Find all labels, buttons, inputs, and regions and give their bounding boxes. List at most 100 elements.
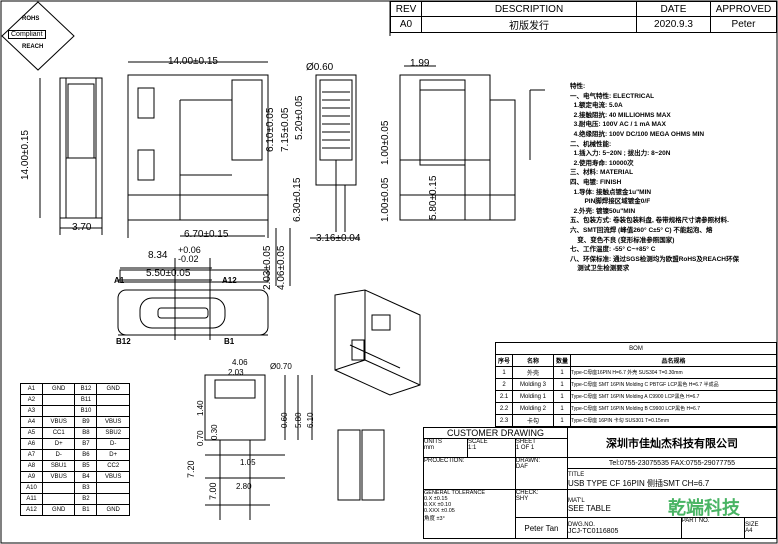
spec-line: 四、电镀: FINISH bbox=[570, 178, 622, 186]
bom-cell: 1 bbox=[553, 402, 571, 415]
compliant-label: Compliant bbox=[8, 30, 46, 39]
dim-1-00-b: 1.00±0.05 bbox=[380, 177, 391, 222]
fp-dim-1-40: 1.40 bbox=[196, 400, 205, 416]
pin-cell: A12 bbox=[20, 504, 43, 516]
sheet-label: SHEET bbox=[515, 439, 536, 445]
tolerance-2: 0.XX ±0.10 bbox=[424, 502, 452, 508]
rev-header: REV bbox=[390, 1, 422, 17]
spec-line: 1.额定电流: 5.0A bbox=[570, 102, 623, 110]
pin-cell: A8 bbox=[20, 460, 43, 472]
pin-cell: B4 bbox=[74, 471, 98, 483]
fp-dim-0-70: Ø0.70 bbox=[270, 362, 292, 371]
spec-line: 1.插入力: 5~20N ; 拔出力: 8~20N bbox=[570, 150, 671, 158]
pin-cell: A11 bbox=[20, 493, 43, 505]
title-value: USB TYPE CF 16PIN 侧插SMT CH=6.7 bbox=[567, 479, 710, 488]
pin-cell: A2 bbox=[20, 394, 43, 406]
reach-label: REACH bbox=[22, 44, 44, 50]
rohs-label: ROHS bbox=[22, 16, 40, 22]
bom-cell: 1 bbox=[495, 366, 513, 379]
title-label: TITLE bbox=[567, 472, 585, 478]
company-name: 深圳市佳灿杰科技有限公司 bbox=[566, 427, 778, 458]
bom-header: 数量 bbox=[553, 354, 571, 367]
bom-cell: 卡勾 bbox=[512, 414, 554, 427]
pin-a1-label: A1 bbox=[114, 276, 125, 285]
spec-line: 2.使用寿命: 10000次 bbox=[570, 159, 634, 167]
bom-cell: Molding 3 bbox=[512, 378, 554, 391]
pin-cell: VBUS bbox=[41, 416, 76, 428]
bom-header: 序号 bbox=[495, 354, 513, 367]
bom-cell: Type-C母座16PIN H=6.7 外壳 SUS304 T=0.30mm bbox=[570, 366, 777, 379]
fp-dim-2-80: 2.80 bbox=[236, 482, 252, 491]
dim-height-left: 14.00±0.15 bbox=[20, 130, 31, 180]
bom-cell: Type-C母座 SMT 16PIN Molding A C9900 LCP黑色… bbox=[570, 390, 777, 403]
pin-cell bbox=[41, 493, 76, 505]
rohs-diamond bbox=[1, 1, 75, 71]
pin-cell: A5 bbox=[20, 427, 43, 439]
spec-line: PIN脚焊接区域镀金0/F bbox=[570, 198, 651, 206]
scale-value: 1:1 bbox=[467, 445, 477, 451]
pin-cell bbox=[96, 394, 130, 406]
pin-cell: B3 bbox=[74, 482, 98, 494]
pin-cell: A3 bbox=[20, 405, 43, 417]
pin-cell: A4 bbox=[20, 416, 43, 428]
dwg-no-value: JCJ-TC0116805 bbox=[567, 527, 619, 535]
check-label: CHECK: bbox=[515, 490, 539, 496]
dim-4-06: 4.06±0.05 bbox=[276, 245, 287, 290]
spec-line: 五、包装方式: 卷装包装料盘, 卷带规格尺寸请参照材料. bbox=[570, 217, 729, 225]
bom-cell: Molding 2 bbox=[512, 402, 554, 415]
bom-title: BOM bbox=[495, 342, 777, 355]
isometric-view bbox=[334, 289, 421, 396]
spec-line: 测试卫生检测要求 bbox=[570, 265, 630, 273]
units-value: mm bbox=[424, 445, 434, 451]
bom-cell: 1 bbox=[553, 414, 571, 427]
dim-base-width: 3.70 bbox=[72, 222, 92, 233]
fp-dim-7-00: 7.00 bbox=[208, 482, 218, 500]
pin-cell: D- bbox=[96, 438, 130, 450]
spec-line: 一、电气特性: ELECTRICAL bbox=[570, 92, 655, 100]
dwg-no-label: DWG.NO. bbox=[567, 521, 595, 528]
spec-line: 特性: bbox=[570, 83, 586, 90]
pin-cell: SBU1 bbox=[41, 460, 76, 472]
watermark: 乾端科技 bbox=[668, 498, 740, 518]
pin-cell: A10 bbox=[20, 482, 43, 494]
spec-line: 三、材料: MATERIAL bbox=[570, 169, 634, 177]
bom-cell: 2.1 bbox=[495, 390, 513, 403]
dim-width-top: 14.00±0.15 bbox=[168, 56, 218, 67]
pin-cell bbox=[41, 482, 76, 494]
fp-dim-4-06: 4.06 bbox=[232, 358, 248, 367]
pin-cell: VBUS bbox=[41, 471, 76, 483]
specifications-list: 特性:一、电气特性: ELECTRICAL 1.额定电流: 5.0A 2.接触阻… bbox=[570, 82, 775, 274]
tolerance-label: GENERAL TOLERANCE bbox=[424, 490, 486, 496]
pin-cell: B8 bbox=[74, 427, 98, 439]
fp-dim-6-10: 6.10 bbox=[306, 412, 315, 428]
pin-cell: D+ bbox=[41, 438, 76, 450]
drawn-label: DRAWN: bbox=[515, 458, 541, 464]
spec-line: 六、SMT回流焊 (峰值260° C±5° C) 不能起泡、熔 bbox=[570, 226, 713, 234]
pin-cell: B9 bbox=[74, 416, 98, 428]
sheet-value: 1 OF 1 bbox=[515, 445, 535, 451]
bom-cell: 1 bbox=[553, 378, 571, 391]
pin-cell: A9 bbox=[20, 471, 43, 483]
dim-7-15: 7.15±0.05 bbox=[280, 107, 291, 152]
pin-row: A10 B3 bbox=[20, 482, 130, 494]
rev-value: A0 bbox=[390, 16, 422, 33]
spec-line: 八、环保标准: 通过SGS检测均为欧盟RoHS及REACH环保 bbox=[570, 255, 740, 263]
bom-cell: 外壳 bbox=[512, 366, 554, 379]
spec-line: 2.外壳: 镀镍50u"MIN bbox=[570, 207, 636, 215]
fp-dim-2-03: 2.03 bbox=[228, 368, 244, 377]
spec-line: 1.导体: 接触点镀金1u"MIN bbox=[570, 188, 652, 196]
dim-3-16: 3.16±0.04 bbox=[316, 233, 361, 244]
pin-b12-label: B12 bbox=[116, 337, 131, 346]
side-view-b bbox=[399, 74, 545, 221]
spec-line: 变、变色不良 (变形标准参照国家) bbox=[570, 236, 675, 244]
tolerance-1: 0.X ±0.15 bbox=[424, 496, 448, 502]
